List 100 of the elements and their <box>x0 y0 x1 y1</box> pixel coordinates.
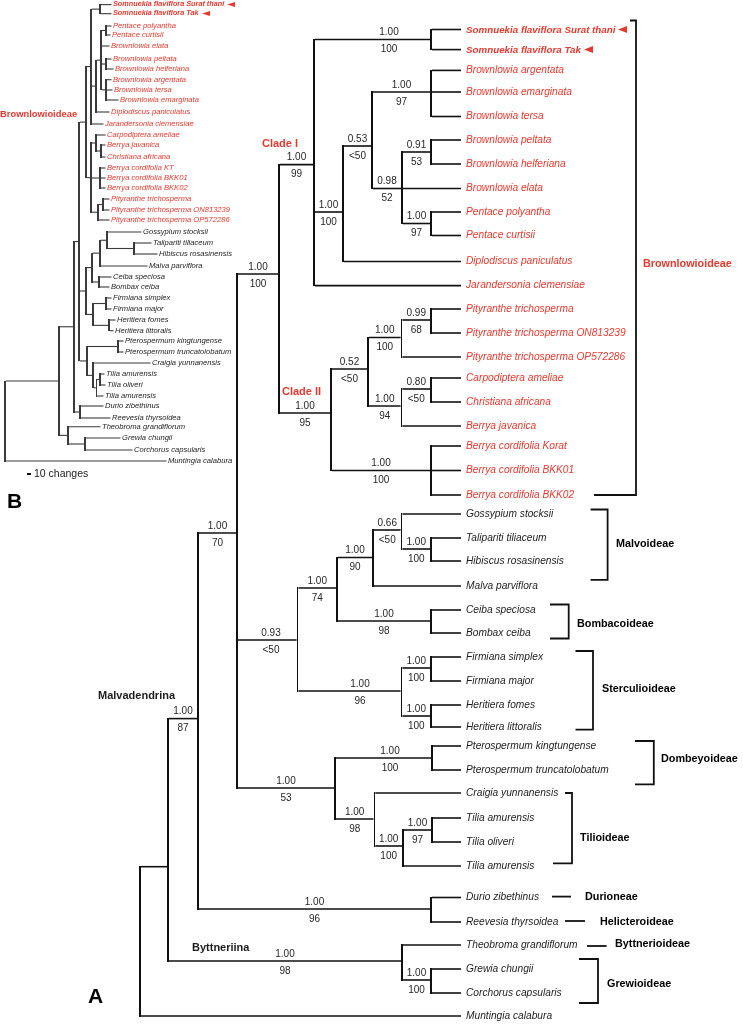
branch-line <box>100 13 113 15</box>
branch-line <box>85 449 134 451</box>
branch-line <box>140 1015 462 1017</box>
branch-line <box>103 198 111 200</box>
support-value: 0.52 <box>339 355 360 366</box>
branch-node <box>296 587 299 692</box>
support-value: 1.00 <box>286 150 307 162</box>
taxon-label: Durio zibethinus <box>461 891 540 904</box>
support-value: 0.91 <box>406 138 427 149</box>
branch-line <box>101 29 106 32</box>
branch-line <box>431 139 462 141</box>
branch-line <box>431 968 462 970</box>
branch-line <box>87 374 93 376</box>
branch-line <box>93 387 97 389</box>
branch-line <box>5 460 168 462</box>
taxon-label: Tilia amurensis <box>461 811 535 825</box>
branch-line <box>79 360 87 362</box>
branch-line <box>403 865 462 867</box>
support-value: 0.93 <box>261 626 281 637</box>
branch-line <box>74 240 79 243</box>
support-value: 1.00 <box>406 654 426 665</box>
branch-line <box>431 91 462 93</box>
branch-line <box>403 829 432 831</box>
branch-line <box>118 340 125 342</box>
branch-line <box>106 89 114 91</box>
subfamily-label: Bombacoideae <box>577 616 654 630</box>
branch-line <box>101 45 111 47</box>
branch-line <box>374 845 403 847</box>
support-value: 0.99 <box>406 306 426 317</box>
support-value: 100 <box>372 473 390 485</box>
branch-line <box>373 529 402 531</box>
branch-line <box>331 469 431 472</box>
branch-line <box>431 656 462 658</box>
support-value: <50 <box>262 643 280 654</box>
branch-line <box>431 115 462 118</box>
support-value: 0.98 <box>377 174 397 186</box>
branch-node <box>400 388 403 427</box>
clade-label: Clade II <box>282 385 322 399</box>
branch-line <box>86 66 91 68</box>
taxon-label: Talipariti tiliaceum <box>461 531 547 545</box>
support-value: 98 <box>349 822 361 833</box>
branch-line <box>431 48 462 51</box>
branch-line <box>106 68 115 70</box>
branch-line <box>431 680 462 682</box>
branch-line <box>106 58 113 60</box>
support-value: <50 <box>341 372 358 383</box>
taxon-label: Grewia chungii <box>461 962 534 976</box>
branch-line <box>372 91 431 93</box>
taxon-label: Brownlowia helferiana <box>461 157 566 171</box>
branch-line <box>368 405 402 407</box>
subfamily-label: Grewioideae <box>607 976 672 990</box>
taxon-label: Pityranthe trichosperma OP572286 <box>461 350 626 364</box>
branch-line <box>402 222 431 225</box>
branch-line <box>431 163 462 165</box>
branch-node <box>400 667 403 717</box>
support-value: 1.00 <box>406 966 427 977</box>
branch-line <box>100 373 106 375</box>
branch-line <box>401 388 431 390</box>
support-value: 68 <box>410 323 422 334</box>
branch-line <box>91 8 100 10</box>
branch-line <box>93 362 152 364</box>
support-value: 1.00 <box>379 25 399 37</box>
taxon-label: Ceiba speciosa <box>461 603 536 617</box>
taxon-label: Pentace polyantha <box>461 205 551 219</box>
branch-line <box>100 265 149 267</box>
subfamily-label: Dombeyoideae <box>661 752 738 766</box>
taxon-label: Berrya cordifolia Korat <box>461 439 567 453</box>
branch-line <box>100 384 107 386</box>
branch-node <box>400 319 403 358</box>
support-value: <50 <box>349 149 366 160</box>
branch-line <box>99 276 113 278</box>
branch-line <box>101 144 107 146</box>
support-value: 0.80 <box>406 375 426 386</box>
subfamily-label: Brownlowioideae <box>643 256 732 270</box>
branch-line <box>100 239 107 241</box>
branch-line <box>402 944 462 946</box>
branch-line <box>314 211 343 213</box>
taxon-label: Gossypium stocksii <box>461 507 554 521</box>
taxon-label: Pentace curtisii <box>461 229 536 242</box>
taxon-label: Muntingia calabura <box>461 1009 553 1023</box>
branch-line <box>87 345 118 348</box>
clade-label: Brownlowioideae <box>0 108 78 120</box>
branch-line <box>432 841 462 843</box>
branch-line <box>402 151 431 153</box>
branch-line <box>106 308 113 310</box>
branch-line <box>100 187 107 189</box>
branch-line <box>431 234 462 237</box>
branch-line <box>109 330 115 332</box>
support-value: 1.00 <box>378 832 399 843</box>
branch-line <box>343 145 372 147</box>
support-value: 90 <box>349 560 361 572</box>
taxon-label: Pityranthe trichosperma <box>461 302 574 316</box>
branch-line <box>431 560 462 562</box>
branch-line <box>91 123 105 125</box>
branch-line <box>401 513 462 515</box>
branch-line <box>401 425 462 427</box>
support-value: <50 <box>407 392 425 403</box>
support-value: 52 <box>381 191 393 203</box>
branch-line <box>96 134 107 136</box>
support-value: 100 <box>407 671 425 682</box>
